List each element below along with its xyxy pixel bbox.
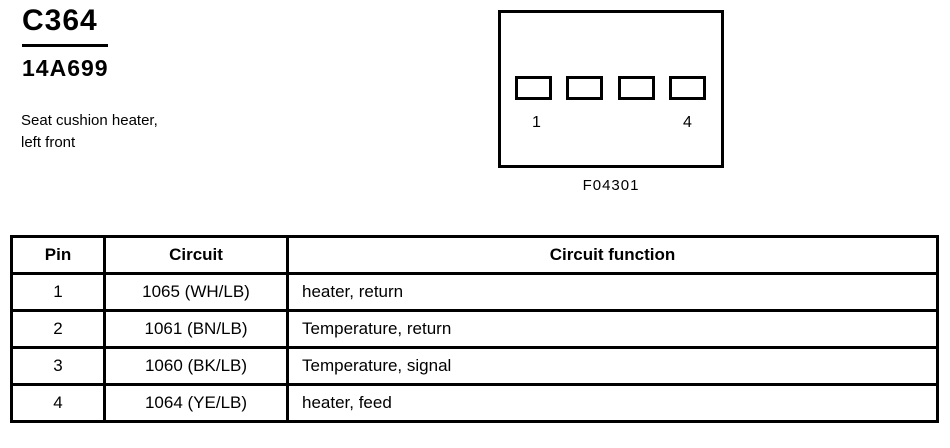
- table-row: 1 1065 (WH/LB) heater, return: [10, 272, 939, 312]
- circuit-cell: 1061 (BN/LB): [103, 309, 289, 349]
- column-header-pin: Pin: [10, 235, 106, 275]
- table-row: 3 1060 (BK/LB) Temperature, signal: [10, 346, 939, 386]
- circuit-function-cell: heater, return: [286, 272, 939, 312]
- pin-cell: 3: [10, 346, 106, 386]
- column-header-circuit-function: Circuit function: [286, 235, 939, 275]
- pin-table: Pin Circuit Circuit function 1 1065 (WH/…: [10, 235, 939, 423]
- part-number-heading: 14A699: [22, 55, 109, 81]
- pin-number-label-1: 1: [532, 114, 541, 131]
- circuit-function-cell: Temperature, return: [286, 309, 939, 349]
- table-row: 2 1061 (BN/LB) Temperature, return: [10, 309, 939, 349]
- pin-cell: 1: [10, 272, 106, 312]
- table-row: 4 1064 (YE/LB) heater, feed: [10, 383, 939, 423]
- pin-cell: 4: [10, 383, 106, 423]
- pin-number-label-4: 4: [683, 114, 692, 131]
- pin-table-container: Pin Circuit Circuit function 1 1065 (WH/…: [10, 235, 939, 423]
- connector-id-heading: C364: [22, 6, 108, 47]
- column-header-circuit: Circuit: [103, 235, 289, 275]
- circuit-function-cell: heater, feed: [286, 383, 939, 423]
- connector-description: Seat cushion heater, left front: [21, 110, 158, 154]
- pin-cell: 2: [10, 309, 106, 349]
- circuit-cell: 1065 (WH/LB): [103, 272, 289, 312]
- pin-cavity-1: [515, 76, 552, 100]
- connector-face-diagram: 1 4: [498, 10, 724, 168]
- description-line-2: left front: [21, 134, 76, 151]
- pin-cavity-4: [669, 76, 706, 100]
- circuit-cell: 1064 (YE/LB): [103, 383, 289, 423]
- circuit-cell: 1060 (BK/LB): [103, 346, 289, 386]
- description-line-1: Seat cushion heater,: [21, 112, 158, 129]
- circuit-function-cell: Temperature, signal: [286, 346, 939, 386]
- pin-cavity-3: [618, 76, 655, 100]
- figure-code-caption: F04301: [582, 177, 640, 194]
- pin-table-header-row: Pin Circuit Circuit function: [10, 235, 939, 275]
- pin-cavity-2: [566, 76, 603, 100]
